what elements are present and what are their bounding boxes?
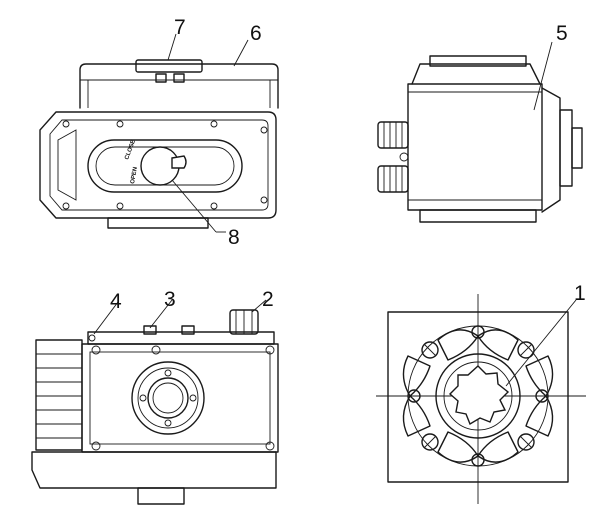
callout-6: 6 xyxy=(250,22,262,45)
top-view: 4 3 2 xyxy=(31,288,279,505)
indicator-open-label: OPEN xyxy=(130,167,139,185)
callout-3: 3 xyxy=(164,288,176,311)
housing-side xyxy=(39,111,277,219)
callout-4: 4 xyxy=(110,290,122,313)
output-flange xyxy=(131,361,205,435)
output-shaft-bore xyxy=(435,353,521,439)
cable-gland-upper xyxy=(377,121,409,149)
indicator-close-label: CLOSE xyxy=(124,139,137,160)
handwheel-cap xyxy=(135,59,203,73)
side-view: 5 xyxy=(377,22,583,223)
side-housing xyxy=(407,83,543,211)
cooling-fins xyxy=(35,339,83,451)
top-cover xyxy=(81,343,279,453)
callout-1: 1 xyxy=(574,282,586,305)
cable-gland-lower xyxy=(377,165,409,193)
mounting-base xyxy=(387,311,569,483)
callout-5: 5 xyxy=(556,22,568,45)
callout-2: 2 xyxy=(262,288,274,311)
callout-7: 7 xyxy=(174,16,186,39)
indicator-window xyxy=(87,139,243,193)
bottom-view: 1 xyxy=(376,282,586,504)
callout-8: 8 xyxy=(228,226,240,249)
front-view: CLOSE OPEN 7 6 8 xyxy=(39,16,279,249)
star-drive-socket xyxy=(448,365,510,426)
